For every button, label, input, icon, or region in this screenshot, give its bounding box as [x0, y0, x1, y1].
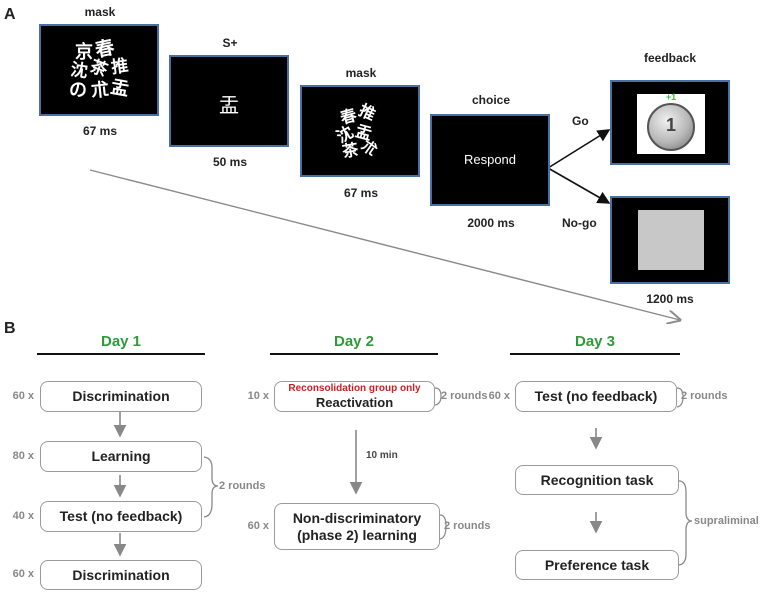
day3-title: Day 3	[574, 333, 616, 350]
mask-glyph: の	[69, 80, 87, 101]
day1-mult-3: 40 x	[12, 510, 34, 522]
panel-letter-a: A	[4, 6, 16, 23]
day1-rounds: 2 rounds	[219, 480, 266, 492]
choice-screen: Respond	[430, 114, 550, 206]
day1-mult-2: 80 x	[12, 450, 34, 462]
phase2-line2: (phase 2) learning	[297, 526, 417, 543]
day2-rounds-1: 2 rounds	[441, 390, 488, 402]
mask-glyph: 盂	[109, 76, 131, 101]
step2-duration: 50 ms	[212, 155, 248, 169]
day1-discrimination-box: Discrimination	[40, 381, 202, 412]
stimulus-screen: 盂	[169, 55, 289, 147]
go-label: Go	[572, 114, 589, 128]
mask-screen-1: 京 春 沈 茶 推 の 朮 盂	[39, 24, 159, 116]
coin-icon: 1	[647, 103, 695, 151]
step2-label: S+	[222, 36, 238, 50]
reconsolidation-note: Reconsolidation group only	[288, 382, 421, 394]
day2-mult-1: 10 x	[247, 390, 269, 402]
panel-letter-b: B	[4, 320, 16, 337]
day2-rounds-2: 2 rounds	[444, 520, 491, 532]
coin-card: +1 1	[637, 92, 705, 154]
day2-underline	[270, 353, 438, 355]
feedback-go-screen: +1 1	[610, 80, 730, 165]
time-arrow	[89, 169, 680, 320]
reward-text: +1	[665, 92, 677, 102]
reactivation-box: Reconsolidation group only Reactivation	[274, 381, 435, 412]
day1-underline	[37, 353, 205, 355]
nogo-arrow	[547, 167, 611, 204]
gray-square	[638, 210, 704, 270]
day2-mult-2: 60 x	[247, 520, 269, 532]
phase2-line1: Non-discriminatory	[292, 509, 422, 526]
mask-screen-2: 春 推 沈 盂 茶 朮	[300, 85, 420, 177]
respond-text: Respond	[463, 152, 517, 167]
day1-learning-box: Learning	[40, 441, 202, 472]
mask-glyph: 朮	[90, 79, 111, 102]
stimulus-glyph: 盂	[219, 93, 239, 117]
day2-bracket-1	[434, 387, 442, 406]
step3-label: mask	[345, 66, 377, 80]
preference-box: Preference task	[515, 550, 679, 580]
reactivation-label: Reactivation	[315, 394, 394, 410]
day3-bracket	[678, 480, 693, 566]
day3-underline	[510, 353, 680, 355]
day1-discrimination-box-2: Discrimination	[40, 560, 202, 590]
feedback-duration: 1200 ms	[646, 292, 694, 306]
day3-test-box: Test (no feedback)	[515, 381, 677, 412]
day3-bracket-small	[676, 387, 684, 408]
supraliminal-label: supraliminal	[694, 515, 759, 527]
day2-bracket-2	[439, 514, 447, 540]
recognition-box: Recognition task	[515, 465, 679, 495]
go-arrow	[547, 129, 611, 169]
day1-mult-1: 60 x	[12, 390, 34, 402]
day3-rounds: 2 rounds	[681, 390, 728, 402]
day2-title: Day 2	[333, 333, 375, 350]
step1-label: mask	[84, 5, 116, 19]
day3-mult-1: 60 x	[488, 390, 510, 402]
nogo-label: No-go	[562, 216, 597, 230]
day1-mult-4: 60 x	[12, 568, 34, 580]
phase2-learning-box: Non-discriminatory (phase 2) learning	[274, 503, 440, 550]
feedback-title: feedback	[643, 51, 697, 65]
day1-title: Day 1	[100, 333, 142, 350]
day1-bracket	[203, 456, 219, 518]
step3-duration: 67 ms	[343, 186, 379, 200]
day1-test-box: Test (no feedback)	[40, 501, 202, 532]
step1-duration: 67 ms	[82, 124, 118, 138]
mask-glyph: 京	[75, 42, 93, 63]
step4-label: choice	[471, 93, 510, 107]
step4-duration: 2000 ms	[467, 216, 515, 230]
interval-label: 10 min	[366, 450, 398, 461]
feedback-nogo-screen	[610, 196, 730, 284]
